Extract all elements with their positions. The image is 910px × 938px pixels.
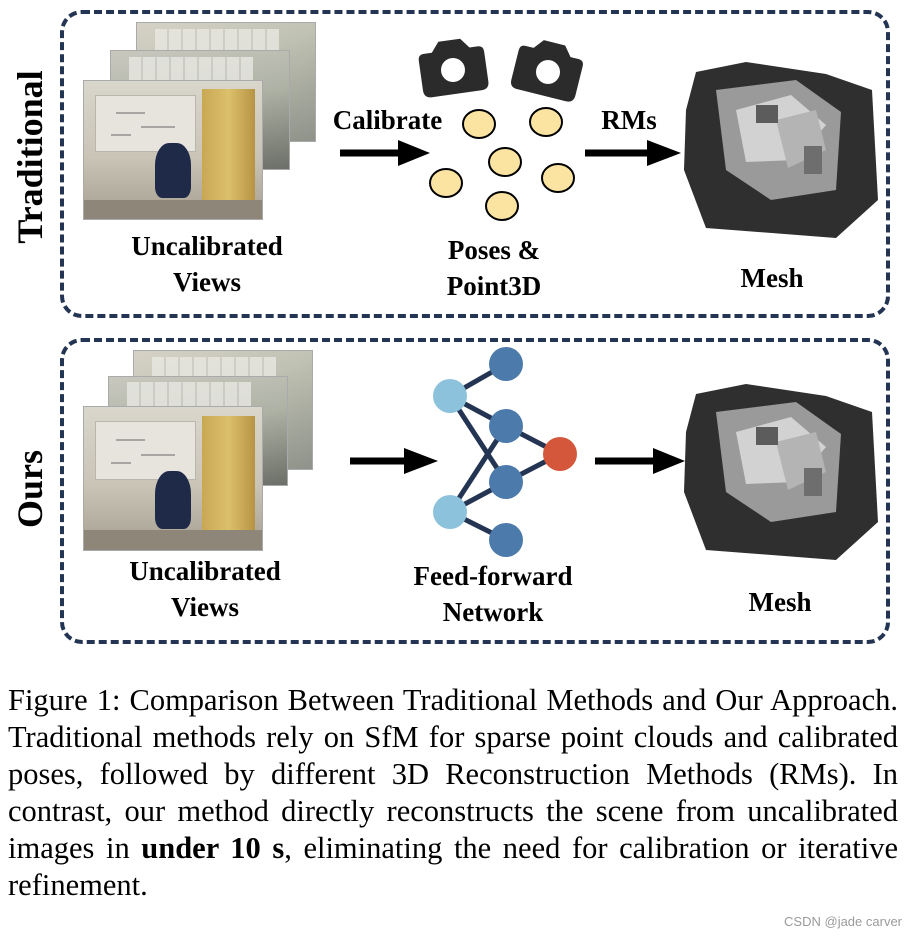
input-view-front xyxy=(83,80,263,220)
sparse-points xyxy=(429,107,575,221)
network-node xyxy=(489,523,523,557)
input-label-top: Uncalibrated Views xyxy=(131,231,283,297)
arrow-calibrate xyxy=(340,140,430,166)
camera-icon xyxy=(418,38,489,98)
point-marker xyxy=(488,147,522,177)
row-label-ours: Ours xyxy=(10,449,50,529)
mesh-label-top: Mesh xyxy=(740,263,804,293)
traditional-panel xyxy=(60,10,890,318)
network-label: Feed-forward Network xyxy=(413,561,573,627)
point-marker xyxy=(429,168,463,198)
feed-forward-network xyxy=(433,347,577,557)
network-output-node xyxy=(543,437,577,471)
row-label-traditional: Traditional xyxy=(10,70,50,244)
caption-bold: under 10 s xyxy=(141,831,285,865)
watermark: CSDN @jade carver xyxy=(784,914,902,929)
mesh-label-bottom: Mesh xyxy=(748,587,812,617)
point-marker xyxy=(529,107,563,137)
caption-text-end: , eliminating the need for calibration o… xyxy=(8,831,898,902)
network-node xyxy=(489,347,523,381)
point-marker xyxy=(541,163,575,193)
arrow-label-calibrate: Calibrate xyxy=(332,105,443,135)
camera-icon xyxy=(511,40,583,102)
network-node xyxy=(433,379,467,413)
arrow-label-rms: RMs xyxy=(601,105,657,135)
input-label-bottom: Uncalibrated Views xyxy=(129,556,281,622)
input-view-front xyxy=(83,406,263,551)
network-node xyxy=(433,495,467,529)
mesh-output-top xyxy=(684,62,878,238)
caption-text: Figure 1: Comparison Between Traditional… xyxy=(8,683,898,865)
arrow-output xyxy=(595,448,685,474)
point-marker xyxy=(462,109,496,139)
ours-panel xyxy=(60,338,890,644)
network-node xyxy=(489,465,523,499)
arrow-rms xyxy=(585,140,681,166)
arrow-input xyxy=(350,448,438,474)
mesh-output-bottom xyxy=(684,384,878,560)
network-node xyxy=(489,409,523,443)
poses-label: Poses & Point3D xyxy=(446,235,542,301)
figure-caption: Figure 1: Comparison Between Traditional… xyxy=(8,682,898,904)
point-marker xyxy=(485,191,519,221)
